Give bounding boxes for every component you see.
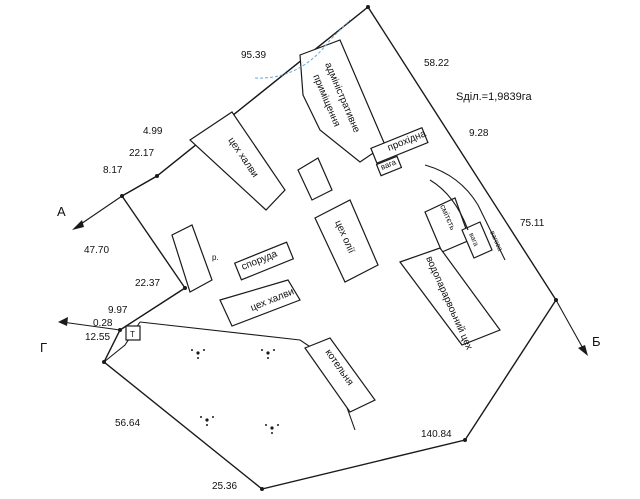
arrow-b-icon: [578, 345, 588, 356]
dimension-label: 140.84: [421, 429, 452, 440]
dimension-label: 0.28: [93, 318, 113, 329]
dimension-label: 9.97: [108, 305, 128, 316]
building-halva-2: [219, 279, 301, 327]
area-label: Sділ.=1,9839га: [456, 91, 533, 103]
section-letter-g: Г: [40, 340, 47, 355]
dimension-label: 56.64: [115, 418, 140, 429]
corner-markers: [102, 5, 558, 491]
building-halva-1: [189, 111, 286, 211]
dimension-label: 8.17: [103, 165, 123, 176]
section-line-a: [74, 195, 123, 229]
building-scale-top: [375, 155, 403, 177]
road-curve: [424, 164, 506, 261]
tree-marks: [191, 349, 279, 434]
building-oil: [314, 199, 379, 283]
dimension-label: 9.28: [469, 128, 489, 139]
section-line-b: [555, 299, 586, 353]
dimension-label: 95.39: [241, 50, 266, 61]
section-letter-b: Б: [592, 334, 601, 349]
arrow-a-icon: [72, 220, 84, 230]
label-transformer: Т: [130, 330, 135, 339]
dimension-label: 22.17: [129, 148, 154, 159]
building-scale-right: [461, 221, 493, 259]
section-line-g: [61, 321, 121, 331]
building-water: [399, 247, 501, 346]
building-passage: [370, 126, 429, 164]
building-small-left: [171, 224, 213, 293]
section-letter-a: А: [57, 204, 66, 219]
label-misc-r: р.: [212, 253, 219, 262]
dimension-label: 4.99: [143, 126, 163, 137]
dimension-label: 58.22: [424, 58, 449, 69]
building-small-center: [297, 157, 333, 201]
building-admin: [299, 39, 386, 163]
building-boiler: [304, 337, 376, 413]
dimension-label: 47.70: [84, 245, 109, 256]
building-structure: [233, 241, 295, 281]
dimension-label: 12.55: [85, 332, 110, 343]
arrow-g-icon: [58, 317, 68, 326]
dimension-label: 75.11: [520, 218, 545, 229]
building-transformer: [125, 325, 141, 341]
road-curve-2: [429, 179, 469, 231]
dimension-label: 25.36: [212, 481, 237, 492]
utility-line: [254, 19, 351, 79]
dimension-label: 22.37: [135, 278, 160, 289]
